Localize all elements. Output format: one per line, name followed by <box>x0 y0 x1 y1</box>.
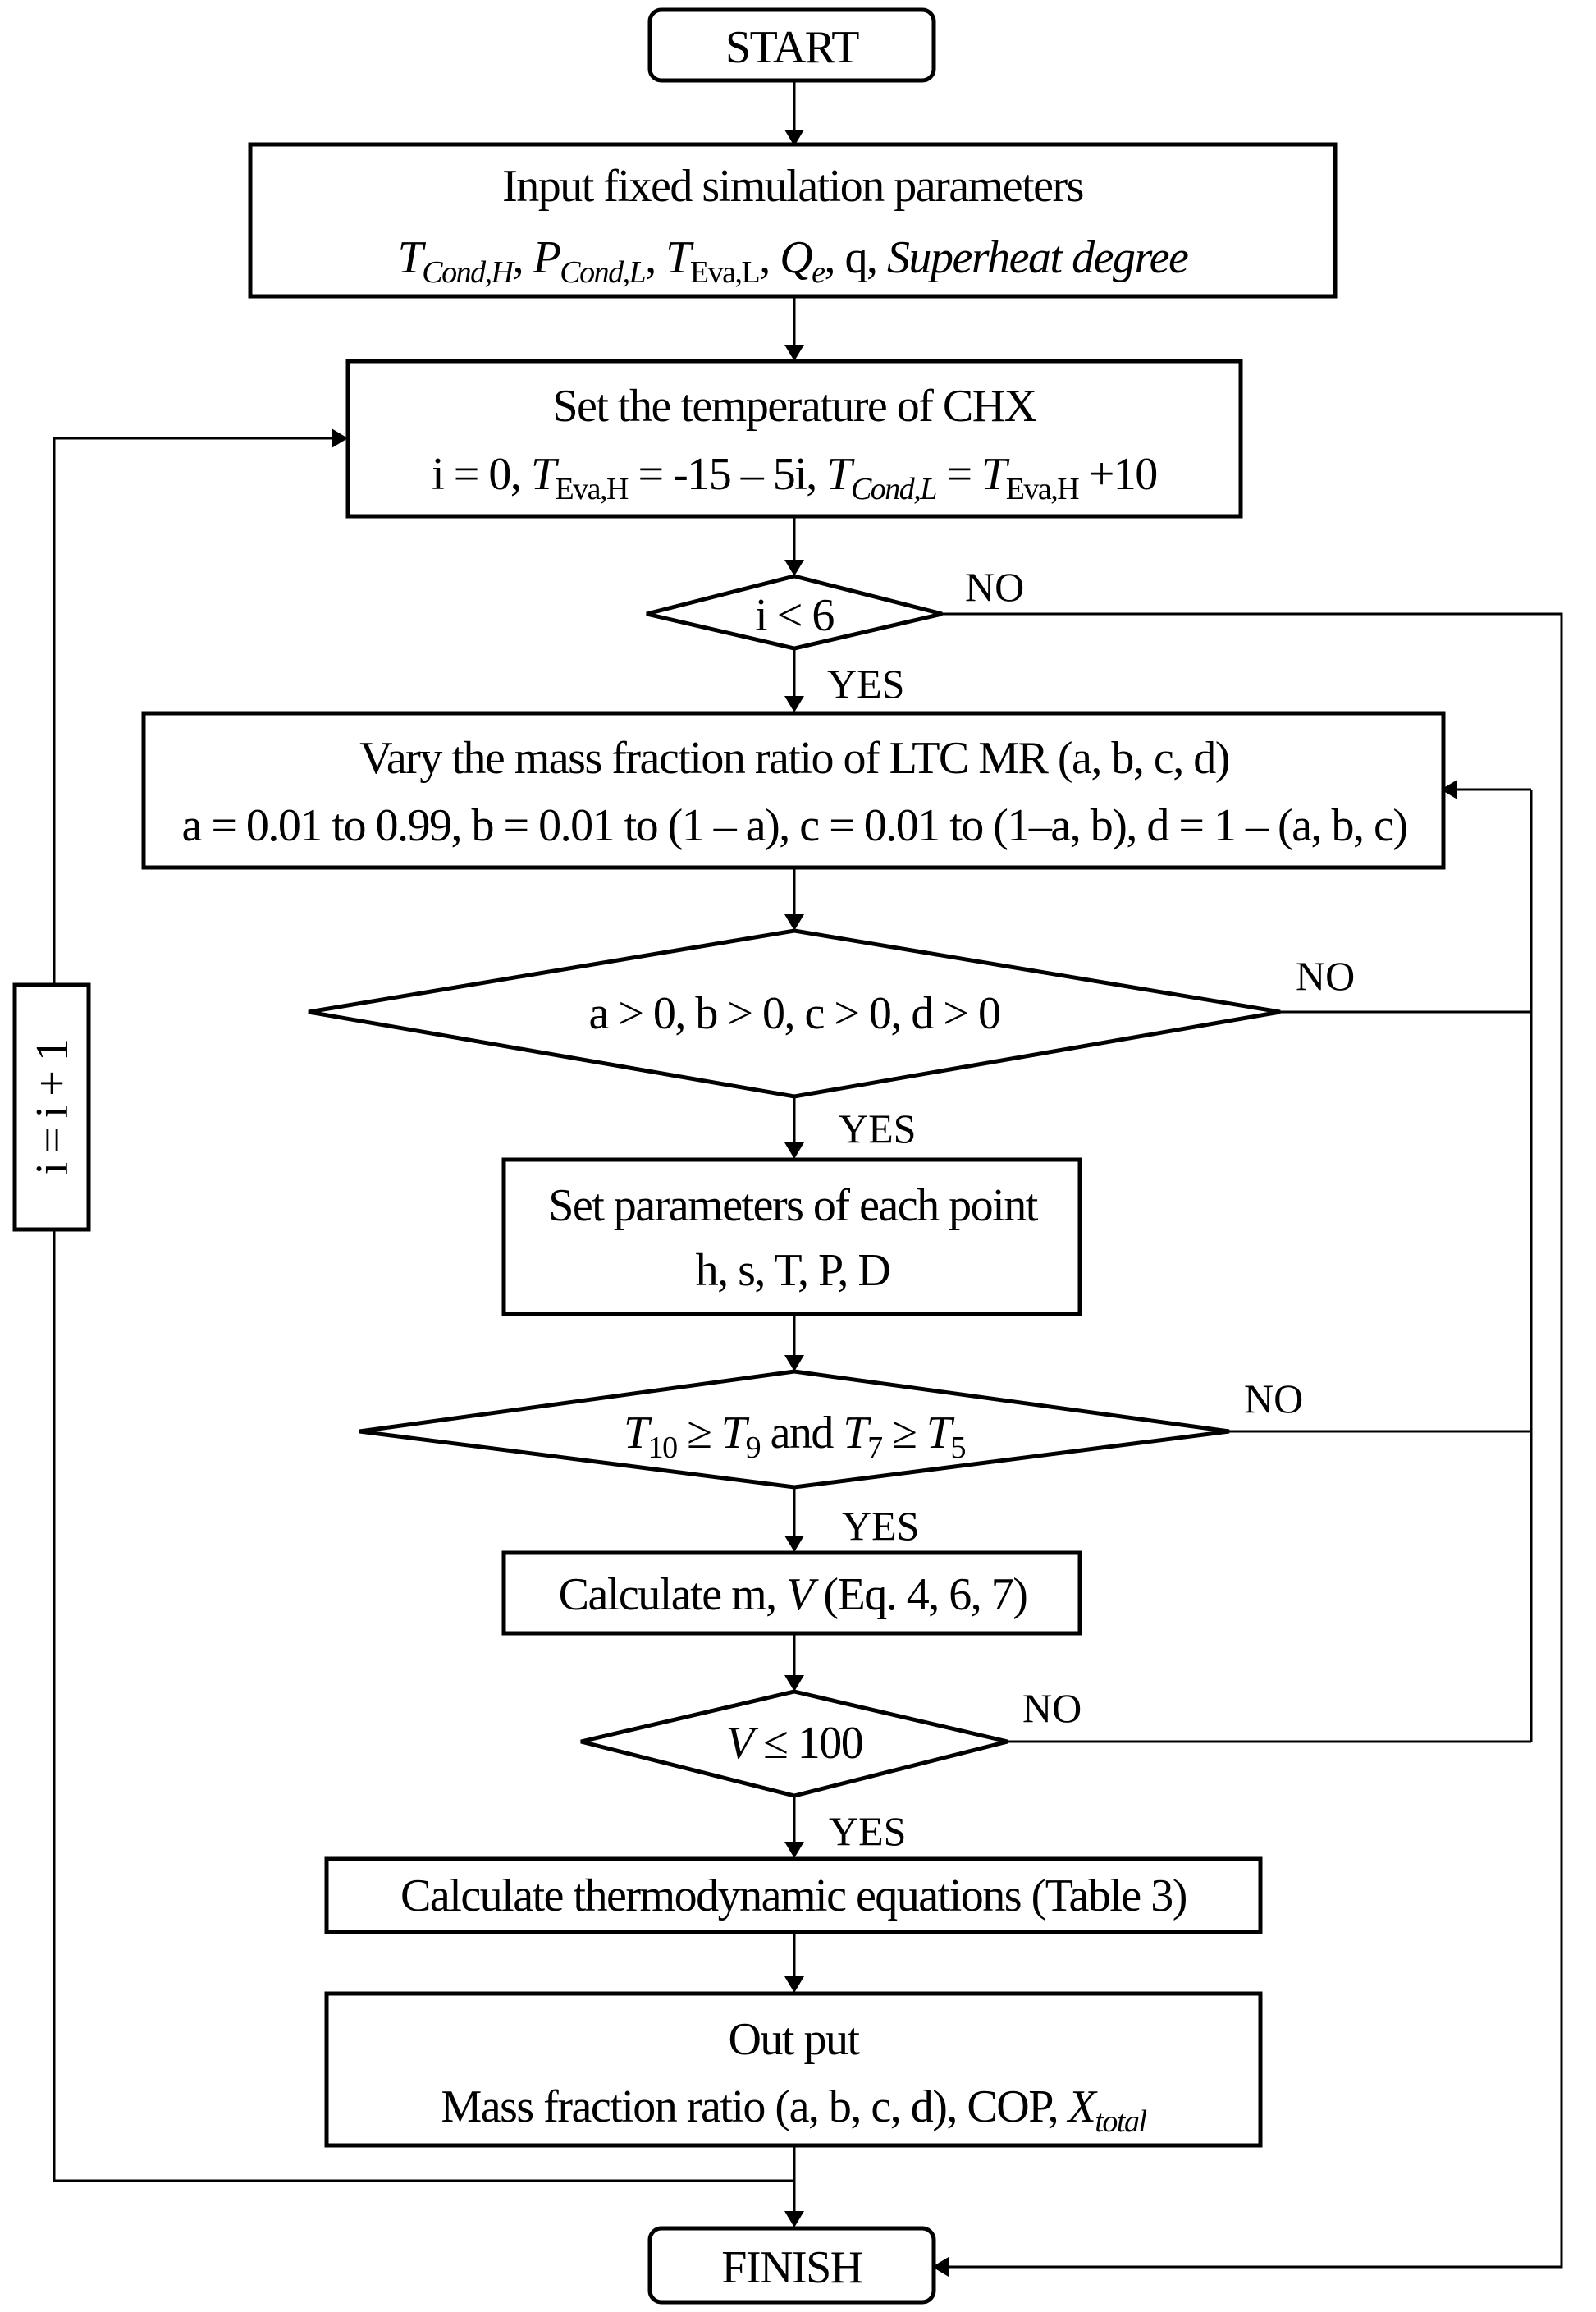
decision-i-lt-6 <box>646 574 943 651</box>
input-parameters-box <box>248 142 1338 299</box>
arrow-loop-to-chx <box>53 437 333 985</box>
no-label-T: NO <box>1244 1376 1303 1422</box>
decision-temperatures <box>359 1369 1230 1490</box>
calculate-thermodynamic-box <box>324 1856 1263 1934</box>
yes-label-T: YES <box>842 1503 919 1549</box>
no-label-abcd: NO <box>1296 953 1355 999</box>
params-list: h, s, T, P, D <box>696 1245 890 1296</box>
input-title: Input fixed simulation parameters <box>502 161 1083 212</box>
connectors <box>53 80 1563 2277</box>
decision-abcd-label: a > 0, b > 0, c > 0, d > 0 <box>588 988 999 1039</box>
start-label: START <box>725 22 859 73</box>
decision-volume <box>580 1689 1008 1798</box>
no-label-V: NO <box>1022 1685 1082 1731</box>
decision-volume-label: V ≤ 100 <box>726 1718 862 1769</box>
set-chx-box <box>345 359 1243 519</box>
output-values: Mass fraction ratio (a, b, c, d), COP, X… <box>441 2081 1146 2139</box>
input-parameters: TCond,H, PCond,L, TEva,L, Qe, q, Superhe… <box>398 232 1188 290</box>
calculate-m-v-box <box>501 1550 1082 1636</box>
line-loop-down <box>53 1229 794 2182</box>
decision-abcd-positive <box>308 928 1281 1099</box>
increment-box <box>12 982 91 1232</box>
output-title: Out put <box>728 2014 860 2065</box>
vary-ranges: a = 0.01 to 0.99, b = 0.01 to (1 – a), c… <box>181 800 1406 851</box>
start-terminal <box>647 7 936 83</box>
increment-label: i = i + 1 <box>27 1040 78 1175</box>
output-box <box>324 1991 1263 2148</box>
vary-title: Vary the mass fraction ratio of LTC MR (… <box>359 733 1229 784</box>
chx-equation: i = 0, TEva,H = -15 – 5i, TCond,L = TEva… <box>432 449 1157 506</box>
vary-mass-fraction-box <box>141 711 1446 870</box>
chx-title: Set the temperature of CHX <box>552 381 1036 432</box>
arrow-no-to-finish <box>942 612 1563 2269</box>
yes-label-abcd: YES <box>839 1106 916 1151</box>
yes-label-i: YES <box>827 661 904 707</box>
finish-terminal <box>647 2226 936 2305</box>
set-parameters-box <box>501 1157 1082 1316</box>
yes-label-V: YES <box>829 1808 906 1854</box>
no-label-i: NO <box>965 564 1024 610</box>
decision-temperatures-label: T10 ≥ T9 and T7 ≥ T5 <box>624 1408 965 1465</box>
decision-i-label: i < 6 <box>755 590 834 641</box>
finish-label: FINISH <box>721 2242 862 2293</box>
calculate-m-v-label: Calculate m, V (Eq. 4, 6, 7) <box>559 1569 1027 1620</box>
calculate-thermodynamic-label: Calculate thermodynamic equations (Table… <box>400 1870 1187 1921</box>
params-title: Set parameters of each point <box>548 1180 1038 1231</box>
